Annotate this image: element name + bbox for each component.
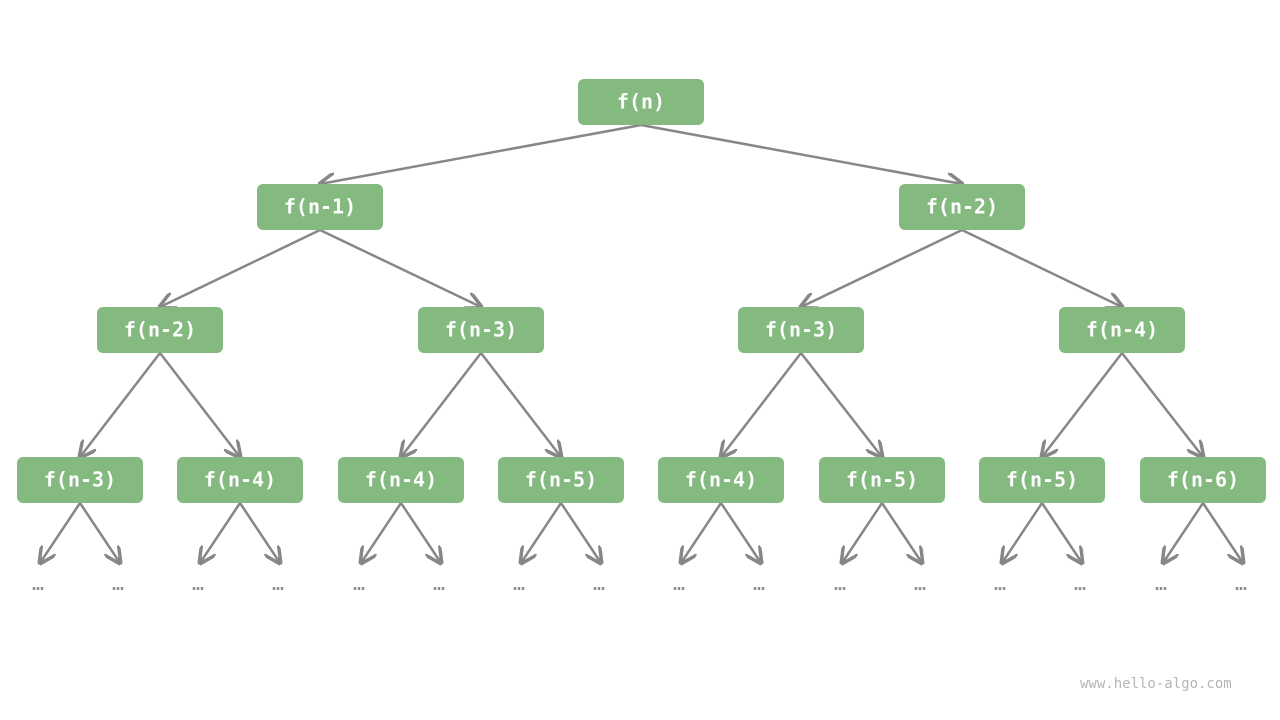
tree-node-box xyxy=(418,307,544,353)
tree-node: f(n-3) xyxy=(418,307,544,353)
tree-node-label: f(n-4) xyxy=(1086,318,1158,342)
tree-edge xyxy=(1042,352,1123,457)
leaf-edge xyxy=(1002,502,1044,563)
tree-edge xyxy=(800,352,882,457)
tree-node-box xyxy=(498,457,624,503)
ellipsis-placeholder: … xyxy=(593,571,605,595)
tree-node-label: f(n) xyxy=(617,90,665,114)
ellipsis-placeholder: … xyxy=(994,571,1006,595)
nodes-layer: f(n) f(n-1) f(n-2) f(n-2) f(n-3) f(n-3) f(n-4)… xyxy=(17,79,1266,503)
leaf-edge xyxy=(681,502,723,563)
edges-layer xyxy=(40,123,1243,563)
tree-node-label: f(n-2) xyxy=(124,318,196,342)
tree-edge xyxy=(319,228,481,307)
tree-node-label: f(n-1) xyxy=(284,195,356,219)
tree-node: f(n-2) xyxy=(899,184,1025,230)
ellipsis-placeholder: … xyxy=(753,571,765,595)
tree-edge xyxy=(320,123,642,184)
leaf-edge xyxy=(238,502,280,563)
tree-node-box xyxy=(97,307,223,353)
ellipsis-placeholder: … xyxy=(834,571,846,595)
ellipsis-placeholder: … xyxy=(914,571,926,595)
tree-node-box xyxy=(738,307,864,353)
tree-edge xyxy=(401,352,482,457)
leaf-edge xyxy=(361,502,403,563)
leaf-edge xyxy=(719,502,761,563)
leaf-edge xyxy=(842,502,884,563)
watermark-text: www.hello-algo.com xyxy=(1080,676,1232,692)
leaf-edge xyxy=(78,502,120,563)
ellipsis-placeholder: … xyxy=(433,571,445,595)
ellipsis-placeholder: … xyxy=(192,571,204,595)
tree-node-label: f(n-5) xyxy=(525,468,597,492)
tree-node: f(n-5) xyxy=(819,457,945,503)
tree-node-box xyxy=(1059,307,1185,353)
ellipsis-placeholder: … xyxy=(1155,571,1167,595)
tree-edge xyxy=(1121,352,1203,457)
tree-node: f(n-4) xyxy=(658,457,784,503)
tree-node-box xyxy=(578,79,704,125)
tree-edge xyxy=(801,228,963,307)
tree-node-box xyxy=(819,457,945,503)
tree-edge xyxy=(640,123,962,184)
ellipsis-placeholder: … xyxy=(1074,571,1086,595)
tree-edge xyxy=(160,228,321,307)
leaf-edge xyxy=(399,502,441,563)
tree-node: f(n-4) xyxy=(177,457,303,503)
tree-edge xyxy=(80,352,161,457)
tree-edge xyxy=(721,352,802,457)
tree-node: f(n-3) xyxy=(17,457,143,503)
tree-edge xyxy=(961,228,1122,307)
tree-node: f(n) xyxy=(578,79,704,125)
leaf-edge xyxy=(521,502,563,563)
ellipsis-placeholder: … xyxy=(32,571,44,595)
tree-node-label: f(n-5) xyxy=(846,468,918,492)
leaf-edge xyxy=(200,502,242,563)
tree-node-box xyxy=(177,457,303,503)
leaf-edge xyxy=(559,502,601,563)
tree-node: f(n-1) xyxy=(257,184,383,230)
tree-node-box xyxy=(338,457,464,503)
tree-node-label: f(n-4) xyxy=(365,468,437,492)
leaf-edge xyxy=(40,502,82,563)
ellipsis-placeholder: … xyxy=(272,571,284,595)
tree-node-label: f(n-2) xyxy=(926,195,998,219)
tree-node-box xyxy=(17,457,143,503)
tree-edge xyxy=(480,352,561,457)
tree-node: f(n-3) xyxy=(738,307,864,353)
tree-node: f(n-4) xyxy=(1059,307,1185,353)
ellipsis-placeholder: … xyxy=(673,571,685,595)
tree-node: f(n-5) xyxy=(498,457,624,503)
tree-edge xyxy=(159,352,240,457)
tree-node-label: f(n-4) xyxy=(204,468,276,492)
tree-node-label: f(n-4) xyxy=(685,468,757,492)
tree-node: f(n-2) xyxy=(97,307,223,353)
ellipsis-placeholder: … xyxy=(112,571,124,595)
tree-node: f(n-6) xyxy=(1140,457,1266,503)
leaf-edge xyxy=(1163,502,1205,563)
ellipsis-placeholder: … xyxy=(353,571,365,595)
tree-node-label: f(n-3) xyxy=(44,468,116,492)
tree-node-box xyxy=(257,184,383,230)
tree-node-label: f(n-3) xyxy=(765,318,837,342)
ellipsis-layer: … … … … … … … … … … … … … … … … xyxy=(32,571,1247,595)
tree-node-box xyxy=(899,184,1025,230)
tree-node-label: f(n-3) xyxy=(445,318,517,342)
leaf-edge xyxy=(880,502,922,563)
ellipsis-placeholder: … xyxy=(1235,571,1247,595)
tree-node-box xyxy=(1140,457,1266,503)
leaf-edge xyxy=(1040,502,1082,563)
tree-node: f(n-5) xyxy=(979,457,1105,503)
tree-node: f(n-4) xyxy=(338,457,464,503)
tree-node-label: f(n-5) xyxy=(1006,468,1078,492)
leaf-edge xyxy=(1201,502,1243,563)
tree-node-box xyxy=(979,457,1105,503)
tree-node-box xyxy=(658,457,784,503)
ellipsis-placeholder: … xyxy=(513,571,525,595)
tree-node-label: f(n-6) xyxy=(1167,468,1239,492)
